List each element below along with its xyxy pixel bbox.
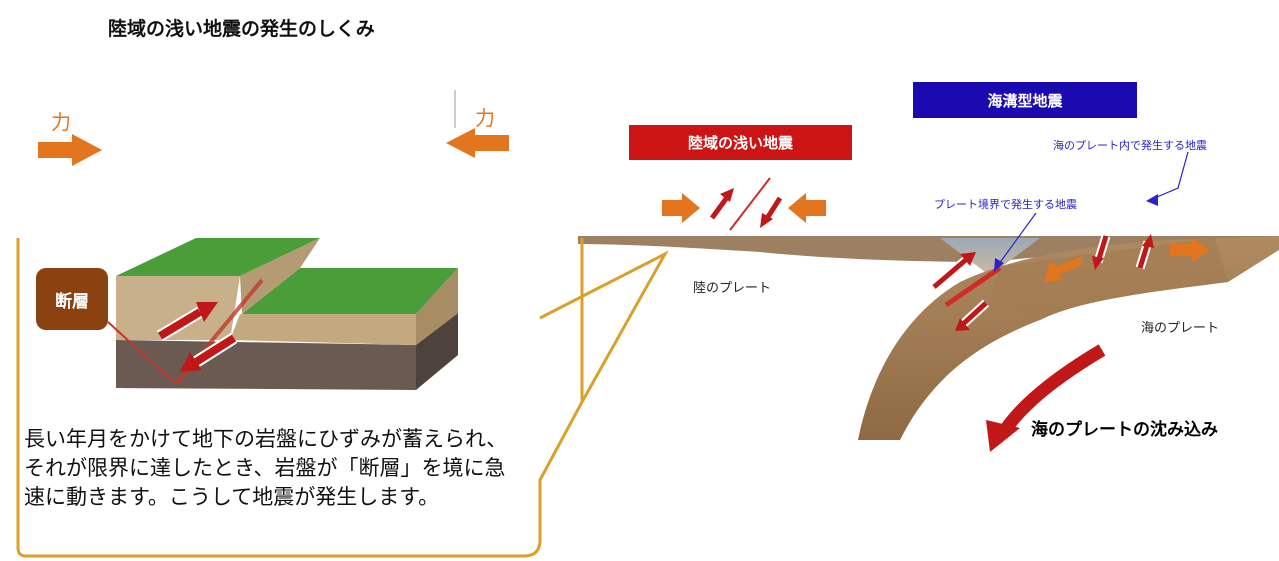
shallow-fault-line <box>729 177 771 231</box>
force-arrow-left <box>446 128 509 158</box>
block-soil-side <box>416 268 458 345</box>
fault-badge: 断層 <box>36 268 108 330</box>
callout-frame <box>16 238 584 558</box>
sea-plate-upper <box>990 238 1228 320</box>
boundary-quake-note: プレート境界で発生する地震 <box>934 198 1077 211</box>
shallow-slip-arrow-up <box>709 194 731 220</box>
block-bedrock-front <box>116 340 416 390</box>
force-arrow-right <box>38 134 102 166</box>
fault-trace-lower <box>107 321 177 385</box>
boundary-fault-line <box>944 265 1002 308</box>
shallow-slip-arrow-down <box>763 196 783 222</box>
subduction-label: 海のプレートの沈み込み <box>1031 420 1218 440</box>
block-grass-right <box>242 268 458 314</box>
intraplate-leader <box>1149 151 1189 201</box>
block-soil-front-right <box>230 314 416 345</box>
force-label-left: 力 <box>51 110 71 134</box>
explanation-text: 長い年月をかけて地下の岩盤にひずみが蓄えられ、それが限界に達したとき、岩盤が「断… <box>24 427 508 509</box>
shallow-force-arrow-right <box>788 193 826 223</box>
block-soil-front-left <box>116 276 240 340</box>
block-bedrock-side <box>416 313 458 390</box>
intraplate-quake-note: 海のプレート内で発生する地震 <box>1053 139 1207 152</box>
slab-push-arrow-orange <box>1044 256 1082 282</box>
page-title: 陸域の浅い地震の発生のしくみ <box>108 18 375 40</box>
callout-pointer <box>539 250 669 403</box>
trench-quake-banner: 海溝型地震 <box>913 82 1137 118</box>
block-grass-left <box>116 238 320 276</box>
boundary-leader <box>995 212 1037 269</box>
boundary-slip-arrowhead-up <box>960 252 976 266</box>
subduction-arrow <box>996 344 1106 439</box>
shallow-quake-banner: 陸域の浅い地震 <box>629 125 852 160</box>
trench-wedge <box>940 238 1040 272</box>
force-label-right: 力 <box>475 106 495 130</box>
land-plate-body <box>578 236 1279 440</box>
fault-scarp <box>240 238 320 314</box>
land-plate-label: 陸のプレート <box>693 281 772 296</box>
sea-plate-label: 海のプレート <box>1141 321 1220 336</box>
shallow-force-arrow-left <box>662 193 700 223</box>
slab-pull-arrow-orange <box>1170 238 1210 262</box>
subduction-arrowhead <box>986 420 1020 452</box>
boundary-slip-arrowhead-down <box>955 318 970 331</box>
